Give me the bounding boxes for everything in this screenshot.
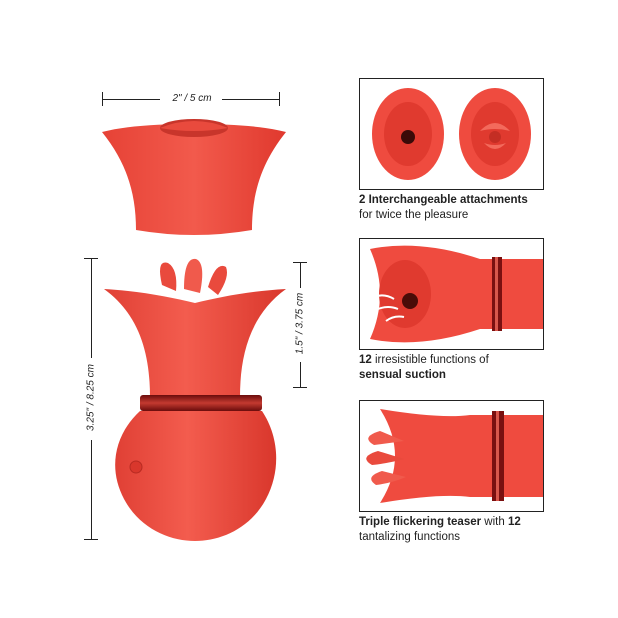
caption-teaser-line2: tantalizing functions: [359, 531, 461, 543]
caption-suction-bold: 12: [359, 354, 372, 366]
total-height-dimension: [82, 258, 102, 540]
attachments-image: [360, 79, 543, 189]
suction-image: [360, 239, 543, 349]
caption-teaser: Triple flickering teaser with 12 tantali…: [359, 515, 579, 545]
caption-attachments: 2 Interchangeable attachments for twice …: [359, 193, 559, 223]
caption-teaser-bold: Triple flickering teaser: [359, 516, 482, 528]
head-height-label: 1.5" / 3.75 cm: [294, 292, 306, 355]
caption-attachments-bold: 2 Interchangeable attachments: [359, 194, 528, 206]
suction-panel: [359, 238, 544, 350]
caption-suction: 12 irresistible functions of sensual suc…: [359, 353, 559, 383]
attachment-image: [102, 119, 286, 235]
caption-teaser-bold2: 12: [507, 516, 521, 528]
caption-suction-rest: irresistible functions of: [371, 354, 489, 366]
teaser-image: [360, 401, 543, 511]
total-height-label: 3.25" / 8.25 cm: [85, 364, 97, 431]
width-label: 2" / 5 cm: [172, 93, 212, 104]
product-image: [104, 258, 286, 541]
attachments-panel: [359, 78, 544, 190]
caption-teaser-rest: with: [481, 516, 508, 528]
caption-attachments-line2: for twice the pleasure: [359, 209, 469, 221]
head-height-dimension: [290, 262, 310, 388]
caption-suction-line2: sensual suction: [359, 369, 446, 381]
width-dimension: 2" / 5 cm: [102, 90, 280, 110]
teaser-panel: [359, 400, 544, 512]
